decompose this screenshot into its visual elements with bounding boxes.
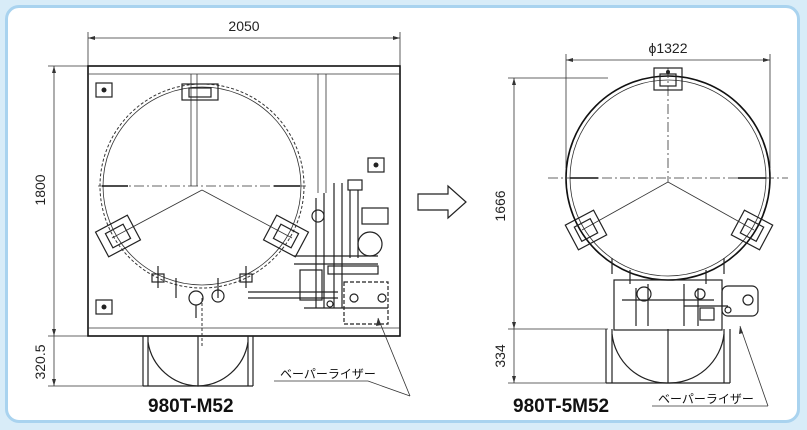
left-width-label: 2050 xyxy=(228,18,259,34)
right-vaporizer-leader xyxy=(652,325,769,407)
right-tank-drawing: ϕ1322 1666 334 xyxy=(492,40,788,417)
right-vaporizer-label: ベーパーライザー xyxy=(658,392,754,406)
left-vaporizer-leader xyxy=(274,317,411,397)
tank-comparison-diagram: 2050 1800 320.5 xyxy=(32,18,788,417)
left-vaporizer-label: ベーパーライザー xyxy=(280,367,376,381)
right-base-cabinet xyxy=(605,329,731,384)
right-base-height-label: 334 xyxy=(492,344,508,368)
right-diameter-label: ϕ1322 xyxy=(649,40,688,56)
left-width-dimension xyxy=(87,32,401,68)
right-height-dimension xyxy=(508,77,608,384)
right-diameter-dimension xyxy=(565,54,771,168)
figure-frame: 2050 1800 320.5 xyxy=(5,5,800,423)
outline-right-arrow-icon xyxy=(417,184,467,220)
right-model-name: 980T-5M52 xyxy=(513,396,609,417)
right-height-label: 1666 xyxy=(492,190,508,221)
left-model-name: 980T-M52 xyxy=(148,396,234,417)
left-height-dimension xyxy=(48,65,143,387)
left-tank-drawing: 2050 1800 320.5 xyxy=(32,18,411,417)
left-base-cabinet xyxy=(142,336,254,387)
left-height-label: 1800 xyxy=(32,174,48,205)
left-base-height-label: 320.5 xyxy=(32,344,48,379)
left-skid-frame xyxy=(87,65,401,337)
